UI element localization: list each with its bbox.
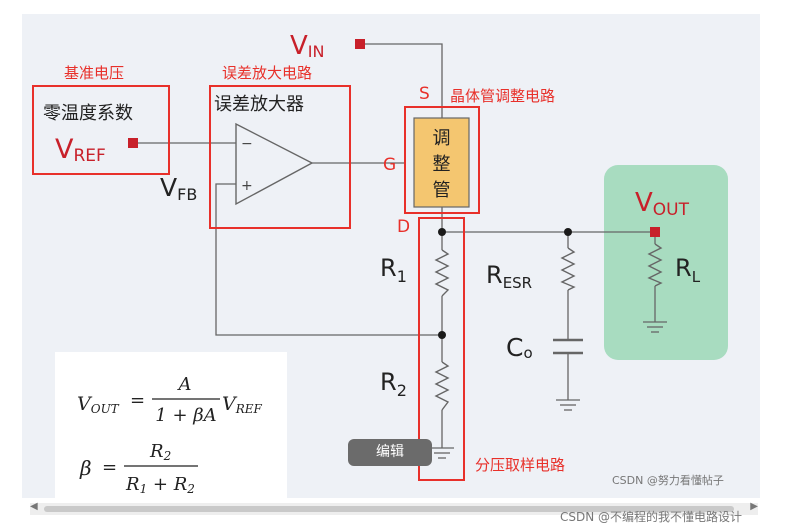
junction-dots: [438, 228, 572, 339]
label-divider-circuit: 分压取样电路: [475, 456, 565, 474]
watermark-bottom: CSDN @不编程的我不懂电路设计: [560, 510, 743, 524]
label-co: Co: [506, 333, 533, 362]
watermark-mid: CSDN @努力看懂帖子: [612, 474, 724, 487]
resistors: [434, 243, 663, 411]
formula-vout: VOUT = A 1 + βA VREF: [77, 374, 263, 426]
highlight-error-amplifier: [209, 85, 351, 229]
label-resr: RESR: [486, 261, 532, 292]
label-rl: RL: [675, 254, 701, 286]
pass-transistor-label-3: 管: [433, 180, 451, 201]
junction-feedback: [438, 331, 446, 339]
resistor-rl: [647, 243, 663, 287]
label-vin: VIN: [290, 31, 324, 61]
amp-plus-sign: +: [241, 178, 253, 194]
terminal-vref: [128, 138, 138, 148]
edit-button[interactable]: 编辑: [348, 439, 432, 466]
resistor-r1: [434, 249, 450, 297]
formula-vout-vref: VREF: [222, 393, 263, 416]
highlight-divider: [418, 217, 465, 481]
formula-beta-numerator: R2: [149, 441, 171, 463]
label-zero-temp-coeff: 零温度系数: [43, 103, 133, 124]
pin-d-label: D: [397, 217, 410, 237]
formula-beta-denominator: R1 + R2: [125, 474, 195, 496]
junction-resr: [564, 228, 572, 236]
pin-g-label: G: [383, 155, 396, 175]
capacitor-co: [553, 338, 583, 355]
label-vfb: VFB: [160, 173, 197, 204]
formula-vout-numerator: A: [177, 374, 192, 395]
formula-beta: β = R2 R1 + R2: [79, 441, 198, 496]
terminals: [128, 39, 660, 237]
label-error-amplifier: 误差放大器: [214, 94, 304, 115]
label-transistor-circuit: 晶体管调整电路: [450, 87, 555, 105]
wire-feedback: [215, 183, 442, 336]
error-amplifier-symbol: [235, 122, 314, 206]
ground-symbol-divider: [430, 447, 454, 459]
scroll-left-arrow-icon[interactable]: ◀: [30, 501, 38, 512]
pin-s-label: S: [419, 84, 430, 104]
resistor-r2: [434, 361, 450, 411]
terminal-vout: [650, 227, 660, 237]
highlight-pass-transistor: [404, 106, 480, 214]
terminal-vin: [355, 39, 365, 49]
formula-vout-lhs: VOUT: [77, 393, 120, 416]
formula-beta-lhs: β: [79, 456, 92, 480]
horizontal-scrollbar[interactable]: ◀ ▶: [30, 501, 758, 515]
label-reference-voltage: 基准电压: [64, 64, 124, 82]
grounds: [430, 321, 667, 459]
junction-d: [438, 228, 446, 236]
scrollbar-thumb[interactable]: [44, 506, 734, 512]
label-error-amp-circuit: 误差放大电路: [222, 64, 312, 82]
formula-beta-equals: =: [102, 457, 117, 478]
formula-vout-denominator: 1 + βA: [155, 405, 216, 426]
formula-vout-equals: =: [130, 390, 145, 411]
amp-minus-sign: −: [241, 136, 253, 152]
pass-transistor-label-1: 调: [433, 128, 451, 149]
highlight-reference-voltage: [32, 85, 170, 175]
scroll-right-arrow-icon[interactable]: ▶: [750, 501, 758, 512]
label-r2: R2: [380, 368, 407, 400]
wires: [136, 43, 656, 448]
label-vref: VREF: [55, 134, 106, 166]
resistor-resr: [560, 247, 576, 291]
wire-vin: [364, 43, 443, 118]
ground-symbol-load: [643, 321, 667, 333]
ground-symbol-capacitor: [556, 399, 580, 411]
pass-transistor-label-2: 整: [433, 154, 451, 175]
label-vout: VOUT: [635, 188, 690, 220]
pass-transistor: [413, 117, 470, 208]
formula-panel: [55, 352, 287, 498]
highlight-boxes: [32, 85, 480, 481]
load-background: [604, 165, 728, 360]
label-r1: R1: [380, 254, 407, 286]
